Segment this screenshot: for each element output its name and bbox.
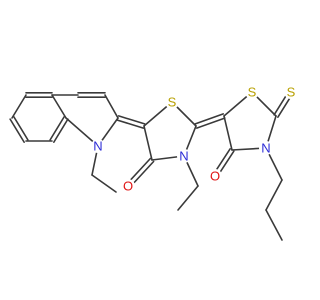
atom-label-n_quinoline: N — [93, 139, 102, 154]
atom-label-o_ring1: O — [123, 179, 133, 194]
bond-q3-c5a-b — [117, 115, 146, 125]
atom-s_ring1-background — [165, 95, 179, 109]
atom-n_quinoline-background — [91, 139, 105, 153]
atom-n_ring1-background — [177, 149, 191, 163]
bond-b6-b1-a — [13, 116, 29, 141]
atom-s_ring2-background — [245, 85, 259, 99]
bond-b6-b1-b — [9, 118, 25, 143]
atom-label-layer: N S N O S S N O — [91, 85, 298, 194]
bond-n_quinoline-b4 — [65, 117, 99, 147]
atom-label-o_ring2: O — [210, 169, 220, 184]
bond-p2-p3 — [265, 209, 283, 241]
atom-n_ring2-background — [259, 141, 273, 155]
atom-label-s_ring1: S — [168, 95, 177, 110]
bond-c2a-c5b-b — [194, 113, 225, 125]
atom-o_ring1-background — [121, 179, 135, 193]
atom-label-s_thione: S — [287, 85, 296, 100]
bond-b4-b5-a — [49, 116, 65, 141]
bond-q3-c5a-a — [116, 119, 145, 129]
bond-q2-q3 — [104, 94, 119, 119]
atom-label-s_ring2: S — [248, 85, 257, 100]
atom-s_thione-background — [284, 85, 298, 99]
bond-layer — [9, 90, 294, 241]
bond-b4-b5-b — [53, 118, 69, 143]
atom-label-n_ring2: N — [261, 141, 270, 156]
atom-o_ring2-background — [208, 169, 222, 183]
bond-c4b-c5b — [223, 115, 233, 151]
molecule-structure-diagram: N S N O S S N O — [9, 84, 298, 241]
bond-c2a-c5b-a — [195, 117, 226, 129]
bond-b3-b4 — [51, 94, 67, 119]
bond-e1-e2 — [91, 174, 117, 193]
bond-b1-b2 — [11, 94, 27, 119]
atom-label-n_ring1: N — [179, 149, 188, 164]
bond-p1-p2 — [265, 179, 283, 211]
bond-e3-e4 — [177, 185, 199, 211]
bond-c4a-c5a — [143, 125, 153, 161]
